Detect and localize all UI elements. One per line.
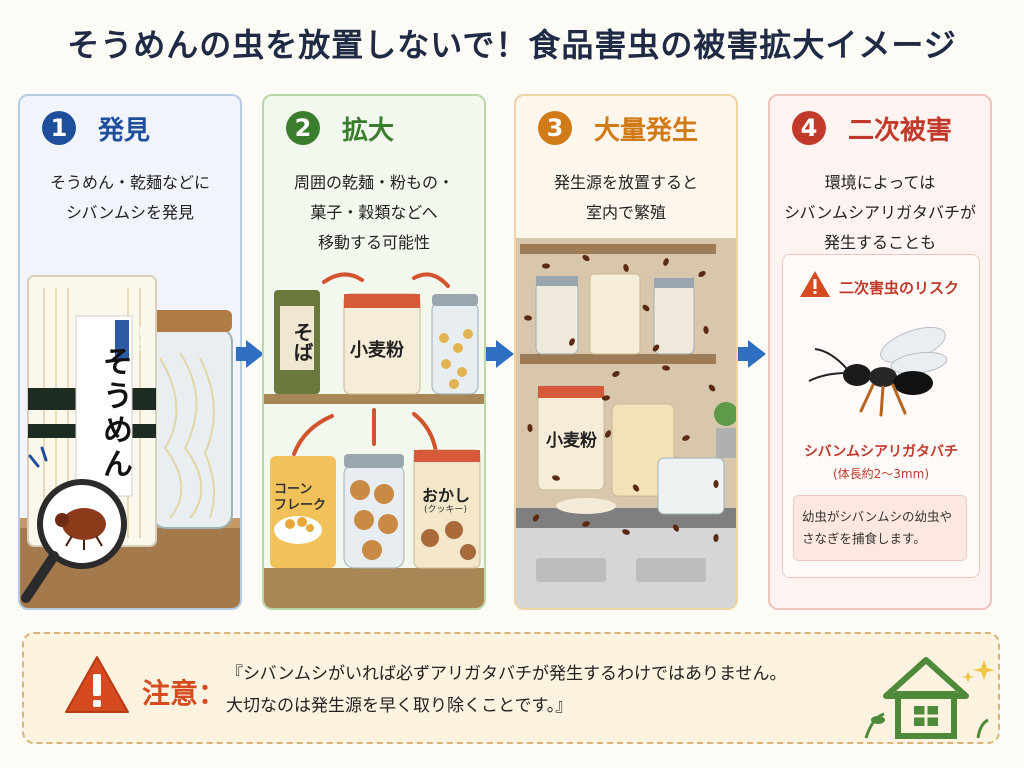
pack-main-label: そうめん: [97, 346, 132, 482]
warning-icon: [65, 656, 129, 713]
beetle-mark: [582, 254, 590, 262]
panel-header: 2 拡大: [264, 96, 484, 160]
beetle-mark: [623, 264, 629, 272]
insect-size: (体長約2〜3mm): [832, 467, 929, 481]
beetle-swarm: [524, 254, 719, 542]
cookie-label: (クッキー): [424, 505, 468, 515]
infested-shelf-illustration: [516, 238, 736, 608]
page-title: そうめんの虫を放置しないで！食品害虫の被害拡大イメージ: [67, 26, 957, 64]
panel-heading: 大量発生: [594, 115, 699, 146]
beetle-mark: [622, 529, 630, 535]
beetle-mark: [552, 475, 560, 481]
panel-heading: 拡大: [342, 115, 395, 146]
beetle-mark: [682, 435, 690, 441]
panel-secondary-damage: 4 二次被害 環境によっては シバンムシアリガタバチが 発生することも 二次害虫…: [768, 94, 992, 610]
caution-notice: 注意： 『シバンムシがいれば必ずアリガタバチが発生するわけではありません。 大切…: [22, 632, 1000, 744]
warning-icon: [800, 271, 830, 297]
panel-description: 環境によっては シバンムシアリガタバチが 発生することも: [783, 173, 976, 252]
flour-label: 小麦粉: [350, 340, 404, 361]
panel-outbreak: 3 大量発生 発生源を放置すると 室内で繁殖 小麦粉: [514, 94, 738, 610]
panel-heading: 二次被害: [848, 115, 953, 146]
beetle-mark: [582, 521, 590, 527]
notice-label: 注意：: [142, 677, 227, 710]
beetle-mark: [524, 315, 532, 321]
beetle-mark: [663, 258, 669, 266]
beetle-mark: [713, 480, 719, 488]
step-number: 1: [42, 111, 76, 145]
risk-note: 幼虫がシバンムシの幼虫や さなぎを捕食します。: [793, 495, 967, 561]
panel-header: 3 大量発生: [516, 96, 736, 160]
beetle-mark: [569, 338, 575, 346]
panel-header: 4 二次被害: [770, 96, 990, 160]
beetle-mark: [652, 344, 660, 352]
okashi-label: おかし: [422, 486, 471, 505]
beetle-mark: [708, 384, 716, 392]
beetle-mark: [698, 270, 706, 278]
beetle-mark: [662, 365, 670, 371]
step-number: 2: [286, 111, 320, 145]
beetle-mark: [713, 534, 719, 542]
pantry-spread-illustration: [264, 272, 484, 608]
panel-heading: 発見: [98, 115, 151, 146]
insect-name: シバンムシアリガタバチ: [804, 444, 958, 460]
beetle-mark: [672, 524, 680, 532]
flow-arrow-3: [738, 340, 766, 368]
secondary-pest-risk-box: 二次害虫のリスク シバンムシアリガタバチ (体長約2〜3mm) 幼虫がシバンムシ…: [782, 254, 980, 578]
beetle-mark: [527, 424, 533, 432]
panel-description: そうめん・乾麺などに シバンムシを発見: [49, 173, 210, 222]
beetle-mark: [604, 430, 612, 438]
flour-label: 小麦粉: [546, 431, 597, 451]
beetle-mark: [703, 326, 709, 334]
beetle-mark: [642, 304, 650, 312]
risk-title: 二次害虫のリスク: [839, 279, 960, 297]
step-number: 3: [538, 111, 572, 145]
beetle-mark: [612, 371, 620, 377]
beetle-mark: [632, 484, 640, 492]
cornflake-label: コーン フレーク: [274, 482, 327, 513]
wasp-illustration: [808, 326, 948, 417]
beetle-mark: [532, 514, 540, 522]
pack-side-label: 手延べ: [133, 326, 144, 356]
panel-discovery: 1 発見 そうめん・乾麺などに シバンムシを発見: [18, 94, 242, 610]
beetle-mark: [542, 263, 550, 269]
panel-spread: 2 拡大 周囲の乾麺・粉もの・ 菓子・穀類などへ 移動する可能性: [262, 94, 486, 610]
somen-scene-illustration: [20, 275, 240, 608]
flow-arrow-1: [236, 340, 264, 368]
flow-arrow-2: [486, 340, 514, 368]
panel-header: 1 発見: [20, 96, 240, 160]
beetle-mark: [602, 395, 610, 401]
house-icon: [864, 657, 995, 739]
step-number: 4: [792, 111, 826, 145]
panel-description: 周囲の乾麺・粉もの・ 菓子・穀類などへ 移動する可能性: [293, 173, 454, 252]
notice-text: 『シバンムシがいれば必ずアリガタバチが発生するわけではありません。 大切なのは発…: [226, 664, 787, 716]
panel-description: 発生源を放置すると 室内で繁殖: [553, 173, 698, 222]
soba-label: そば: [290, 322, 314, 362]
